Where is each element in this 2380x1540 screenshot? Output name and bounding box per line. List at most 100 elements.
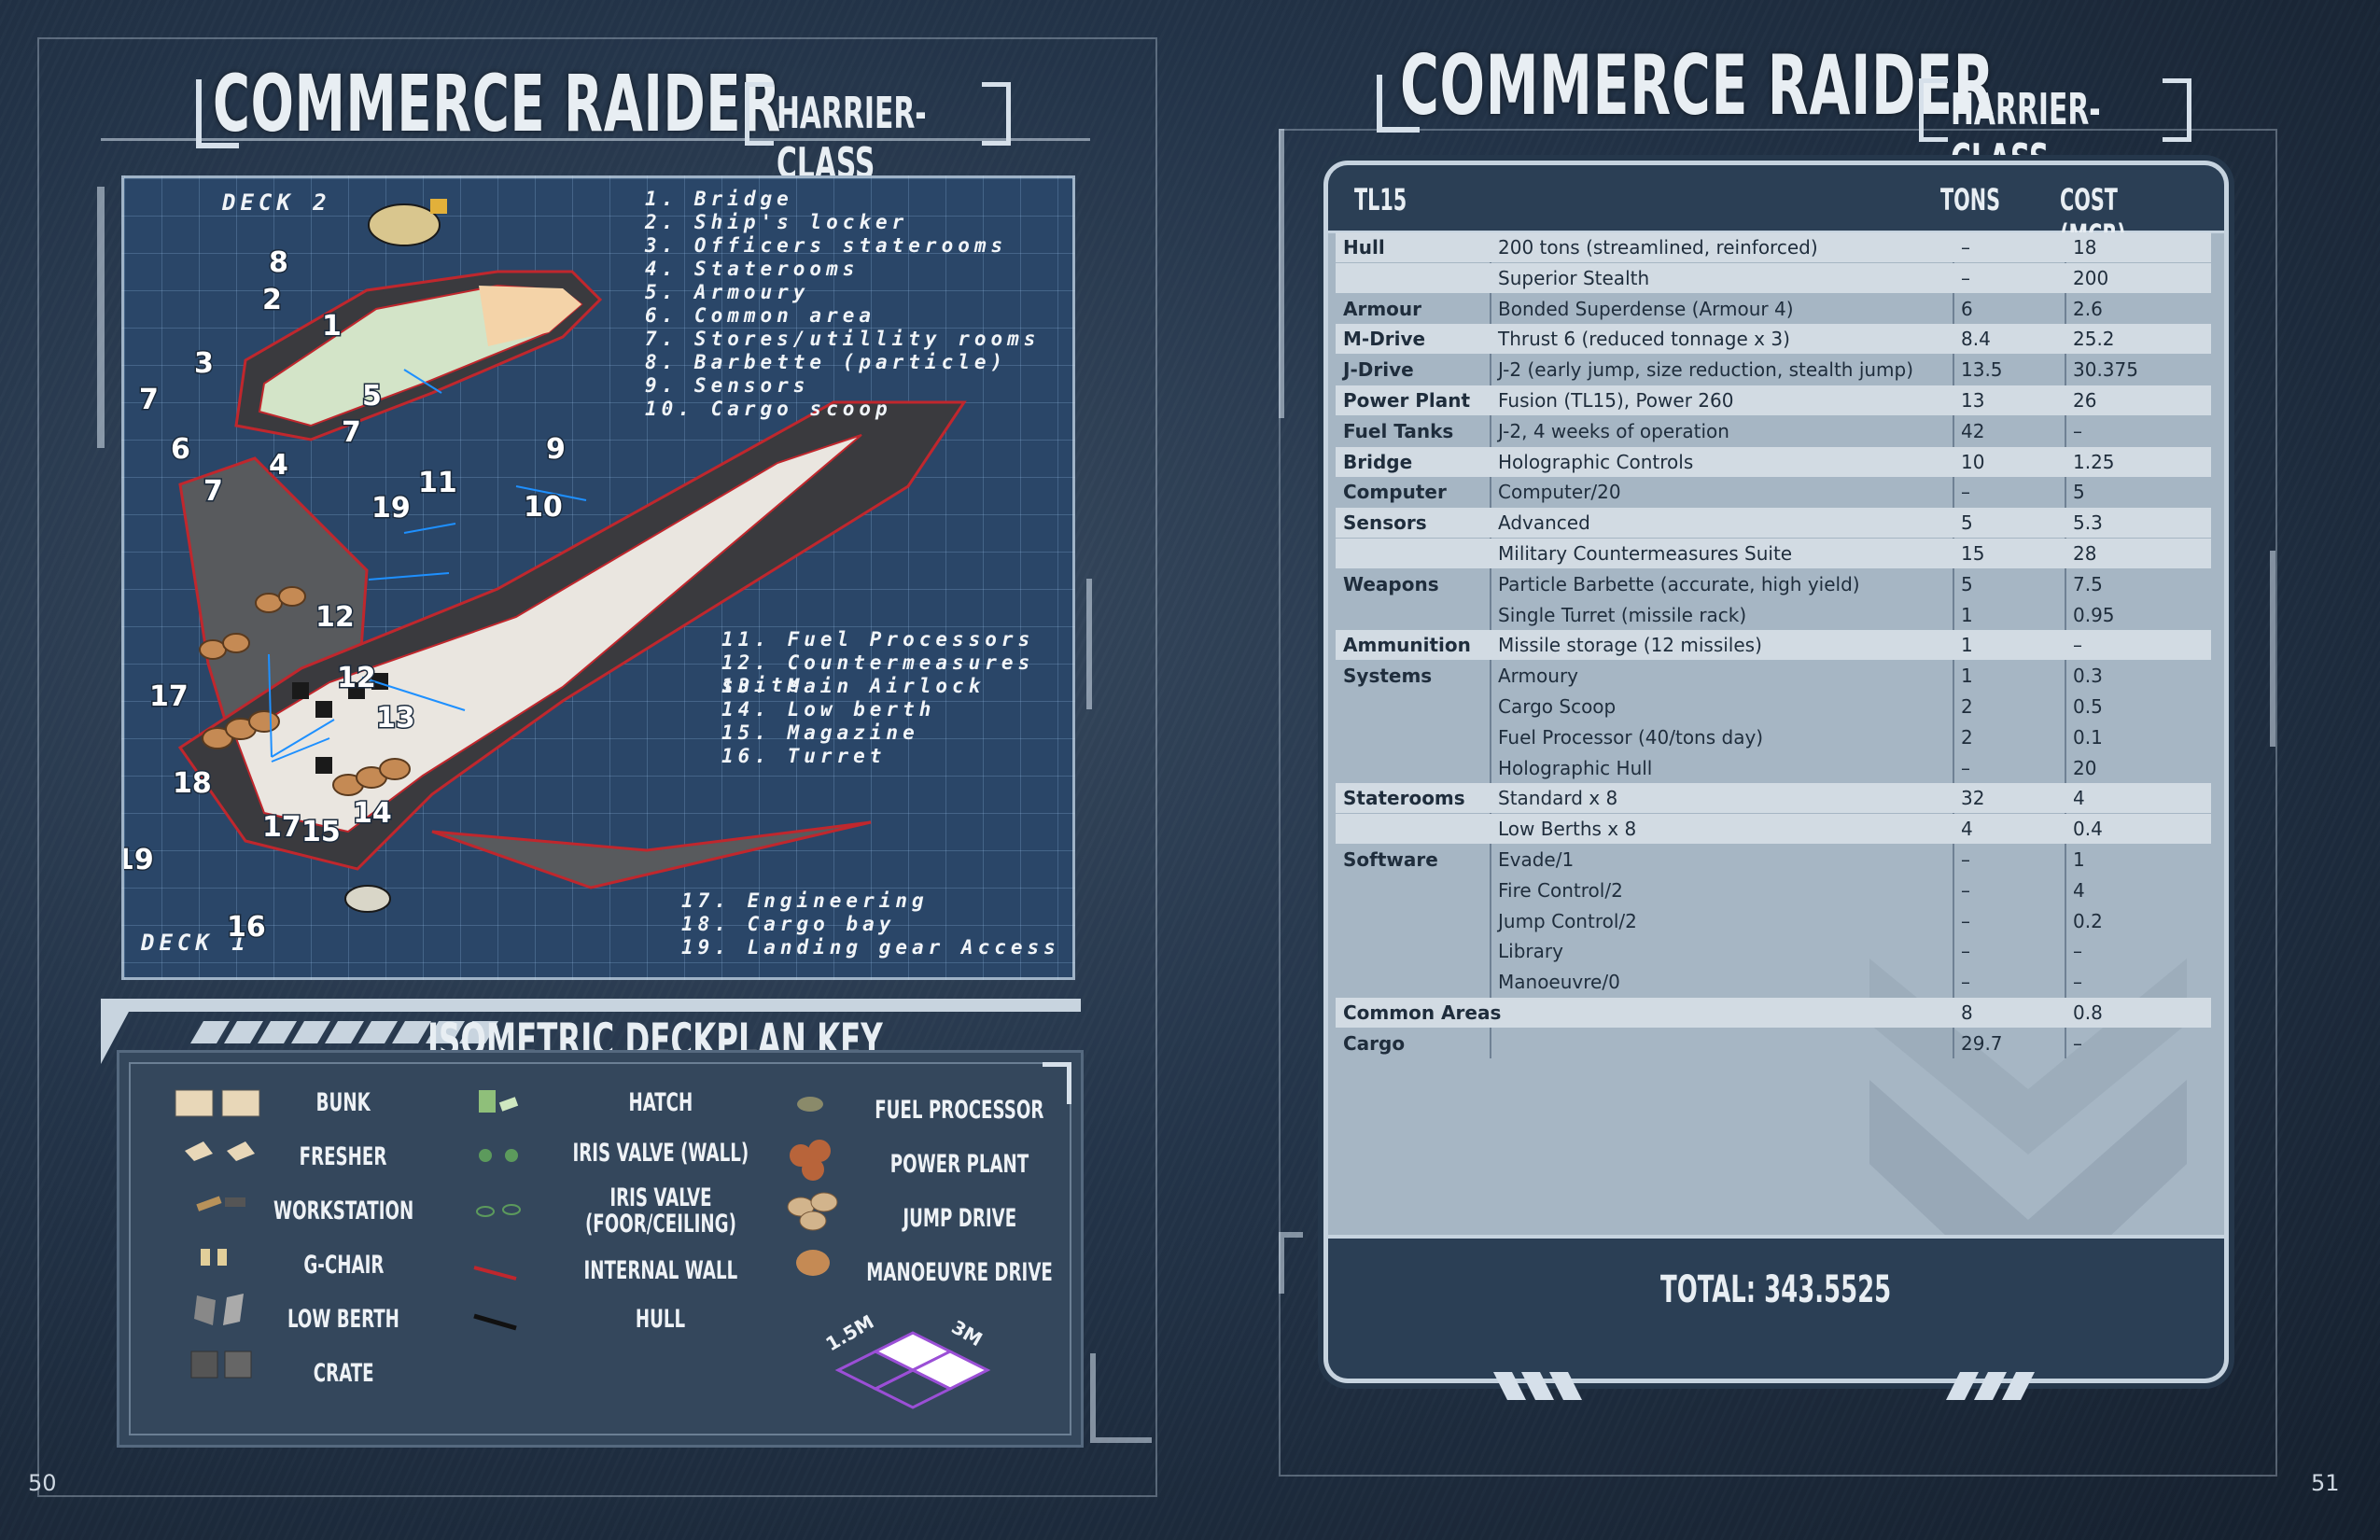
- legend-item: 17. Engineering: [681, 889, 929, 912]
- table-row: J-Drive J-2 (early jump, size reduction, …: [1336, 355, 2211, 385]
- table-cell-cat: [1343, 263, 1483, 293]
- legend-item: 14. Low berth: [721, 698, 936, 721]
- table-cell-tons: –: [1961, 236, 1970, 259]
- table-cell-tons: –: [1961, 878, 1970, 902]
- table-cell-item: Military Countermeasures Suite: [1498, 542, 1793, 565]
- table-cell-cost: 7.5: [2073, 572, 2103, 595]
- deck2-label: DECK 2: [222, 189, 331, 216]
- left-page-number: 50: [28, 1470, 57, 1496]
- hatch-icon: [479, 1090, 519, 1113]
- table-footer: TOTAL: 343.5525: [1328, 1235, 2224, 1379]
- table-cell-cat: Cargo: [1343, 1031, 1406, 1055]
- key-fresher: FRESHER: [259, 1142, 427, 1171]
- key-label: FRESHER: [300, 1142, 387, 1171]
- table-cell-cat: [1343, 753, 1483, 783]
- table-cell-tons: 10: [1961, 450, 1985, 473]
- left-title: COMMERCE RAIDER: [213, 58, 781, 149]
- footer-stripes-left: [1493, 1372, 1582, 1400]
- key-manoeuvre-drive: MANOEUVRE DRIVE: [857, 1259, 1062, 1286]
- legend-item: 12. Countermeasures suite: [721, 651, 1035, 696]
- fuel-processor-icon: [797, 1097, 823, 1112]
- right-subtitle-box: HARRIER-CLASS: [1919, 78, 2191, 185]
- left-subtitle-box: HARRIER-CLASS: [745, 82, 1011, 189]
- table-row: Library––: [1336, 936, 2211, 966]
- key-icons-col3: [787, 1097, 838, 1276]
- table-cell-cost: 0.1: [2073, 725, 2103, 749]
- table-cell-cat: Common Areas: [1343, 1001, 1502, 1024]
- legend-item: 11. Fuel Processors: [721, 628, 1035, 651]
- table-cell-item: Armoury: [1498, 665, 1579, 688]
- callout-19b: 19: [124, 844, 154, 876]
- callout-13: 13: [376, 702, 415, 735]
- table-cell-item: Cargo Scoop: [1498, 695, 1617, 718]
- scale-large-label: 3M: [948, 1316, 987, 1351]
- total: TOTAL: 343.5525: [1328, 1268, 2224, 1311]
- table-cell-cost: –: [2073, 419, 2082, 442]
- table-cell-tons: –: [1961, 848, 1970, 871]
- legend-item: 18. Cargo bay: [681, 913, 896, 935]
- table-cell-item: Missile storage (12 missiles): [1498, 634, 1762, 657]
- legend-item: 16. Turret: [721, 745, 887, 767]
- table-cell-tons: –: [1961, 909, 1970, 932]
- table-cell-cat: Fuel Tanks: [1343, 419, 1454, 442]
- table-cell-cat: [1343, 600, 1483, 630]
- callout-6: 6: [171, 433, 190, 466]
- callout-3: 3: [194, 347, 214, 380]
- key-label: LOW BERTH: [287, 1305, 399, 1334]
- table-row: Jump Control/2–0.2: [1336, 906, 2211, 936]
- barbette-barrel: [430, 199, 447, 214]
- callout-1: 1: [322, 310, 342, 343]
- table-cell-cat: J-Drive: [1343, 358, 1414, 382]
- key-hull: HULL: [549, 1306, 773, 1333]
- key-jump-drive: JUMP DRIVE: [857, 1204, 1062, 1233]
- callout-18: 18: [173, 767, 212, 800]
- crate-icon: [190, 1351, 252, 1379]
- table-cell-cat: [1343, 692, 1483, 721]
- legend-item: 15. Magazine: [721, 721, 919, 744]
- table-cell-tons: 6: [1961, 297, 1973, 320]
- table-cell-cost: 28: [2073, 542, 2097, 565]
- key-iris-floor: IRIS VALVE (FOOR/CEILING): [585, 1184, 736, 1239]
- left-frame-top: [101, 138, 1090, 141]
- scale-small-label: 1.5M: [822, 1314, 878, 1355]
- callout-12a: 12: [315, 601, 355, 634]
- fresher-icon: [185, 1141, 255, 1161]
- table-cell-cost: 18: [2073, 236, 2097, 259]
- callout-9: 9: [546, 433, 566, 466]
- bunk-icon: [175, 1089, 260, 1117]
- key-label: INTERNAL WALL: [583, 1256, 738, 1285]
- table-cell-cat: Staterooms: [1343, 787, 1465, 810]
- table-cell-cost: 30.375: [2073, 358, 2138, 382]
- key-label: WORKSTATION: [273, 1197, 414, 1225]
- table-cell-tons: –: [1961, 756, 1970, 779]
- left-subtitle: HARRIER-CLASS: [777, 88, 927, 189]
- hull-icon: [473, 1313, 517, 1331]
- table-cell-cat: Sensors: [1343, 511, 1427, 535]
- table-cell-tons: –: [1961, 266, 1970, 289]
- crates: [292, 673, 388, 774]
- callout-11: 11: [418, 467, 457, 499]
- table-cell-cost: 20: [2073, 756, 2097, 779]
- key-label: HATCH: [628, 1088, 693, 1117]
- table-cell-cost: 0.3: [2073, 665, 2103, 688]
- table-cell-cat: [1343, 539, 1483, 568]
- table-cell-item: Fire Control/2: [1498, 878, 1623, 902]
- table-cell-cat: [1343, 875, 1483, 905]
- callout-leaders: [268, 369, 587, 763]
- starboard-wing: [431, 820, 872, 889]
- table-cell-cost: 4: [2073, 787, 2085, 810]
- deckplan-panel: DECK 2 DECK 1: [121, 175, 1075, 980]
- key-label: JUMP DRIVE: [903, 1204, 1016, 1233]
- callout-17a: 17: [149, 680, 189, 713]
- table-cell-tons: 13.5: [1961, 358, 2003, 382]
- table-cell-cat: Power Plant: [1343, 389, 1471, 412]
- table-cell-item: J-2 (early jump, size reduction, stealth…: [1498, 358, 1914, 382]
- table-cell-item: Bonded Superdense (Armour 4): [1498, 297, 1794, 320]
- key-label: BUNK: [315, 1088, 371, 1117]
- table-cell-item: Advanced: [1498, 511, 1590, 535]
- left-frame-corner: [1090, 1353, 1152, 1443]
- table-row: Holographic Hull–20: [1336, 753, 2211, 783]
